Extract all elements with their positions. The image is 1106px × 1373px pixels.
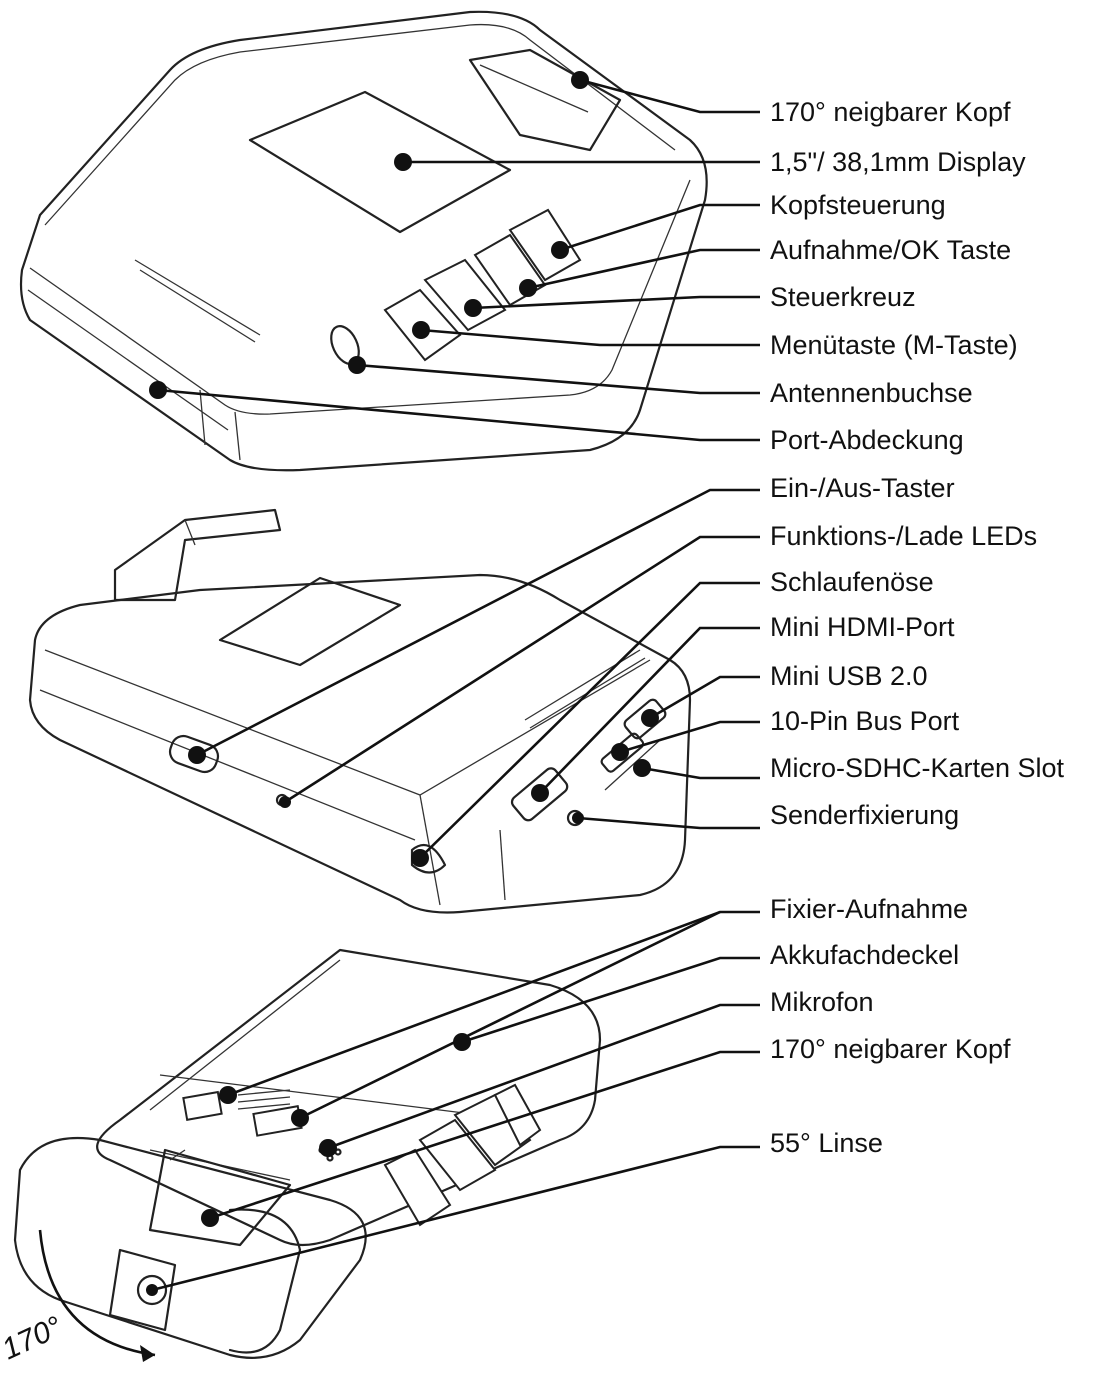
label-mid-bus-port: 10-Pin Bus Port xyxy=(770,706,960,736)
device-top-view xyxy=(19,10,708,472)
label-top-tilting-head: 170° neigbarer Kopf xyxy=(770,97,1011,127)
label-bot-tilting-head: 170° neigbarer Kopf xyxy=(770,1034,1011,1064)
label-mid-usb: Mini USB 2.0 xyxy=(770,661,928,691)
leader-bot-0b xyxy=(299,910,721,1120)
leader-top-3 xyxy=(527,248,760,290)
leader-bot-3 xyxy=(209,1050,760,1220)
label-top-antenna-jack: Antennenbuchse xyxy=(770,378,973,408)
leader-top-7 xyxy=(157,388,760,442)
callout-labels: 170° neigbarer Kopf 1,5"/ 38,1mm Display… xyxy=(0,97,1065,1366)
leader-mid-3 xyxy=(539,626,760,794)
label-top-display: 1,5"/ 38,1mm Display xyxy=(770,147,1026,177)
label-bot-fix-mount: Fixier-Aufnahme xyxy=(770,894,968,924)
label-bot-lens: 55° Linse xyxy=(770,1128,883,1158)
leader-bot-1 xyxy=(461,956,760,1044)
label-mid-power-button: Ein-/Aus-Taster xyxy=(770,473,955,503)
device-bottom-view xyxy=(13,948,602,1362)
label-mid-hdmi: Mini HDMI-Port xyxy=(770,612,955,642)
leader-bot-4 xyxy=(151,1145,760,1292)
leader-mid-2 xyxy=(419,581,760,859)
label-mid-strap-loop: Schlaufenöse xyxy=(770,567,934,597)
label-top-menu-key: Menütaste (M-Taste) xyxy=(770,330,1018,360)
leader-mid-0 xyxy=(196,488,760,757)
leader-bot-2 xyxy=(327,1003,760,1150)
leader-mid-1 xyxy=(284,535,760,804)
leader-top-6 xyxy=(356,363,760,395)
label-mid-transmitter-fix: Senderfixierung xyxy=(770,800,959,830)
leader-mid-7 xyxy=(577,816,760,830)
leader-mid-6 xyxy=(641,766,760,780)
device-middle-view xyxy=(28,508,692,914)
leader-mid-5 xyxy=(619,720,760,754)
leader-lines xyxy=(149,71,760,1292)
label-mid-sd-slot: Micro-SDHC-Karten Slot xyxy=(770,753,1065,783)
leader-top-0 xyxy=(579,78,760,114)
label-bot-microphone: Mikrofon xyxy=(770,987,874,1017)
label-bot-battery-cover: Akkufachdeckel xyxy=(770,940,959,970)
label-top-port-cover: Port-Abdeckung xyxy=(770,425,964,455)
leader-top-4 xyxy=(472,295,760,310)
rotation-angle-label: 170° xyxy=(0,1310,67,1366)
leader-top-5 xyxy=(420,328,760,347)
leader-mid-4 xyxy=(649,675,760,720)
label-top-record-ok: Aufnahme/OK Taste xyxy=(770,235,1011,265)
label-mid-leds: Funktions-/Lade LEDs xyxy=(770,521,1037,551)
label-top-dpad: Steuerkreuz xyxy=(770,282,916,312)
label-top-head-control: Kopfsteuerung xyxy=(770,190,946,220)
leader-top-2 xyxy=(559,203,760,252)
leader-bot-0a xyxy=(227,910,760,1097)
